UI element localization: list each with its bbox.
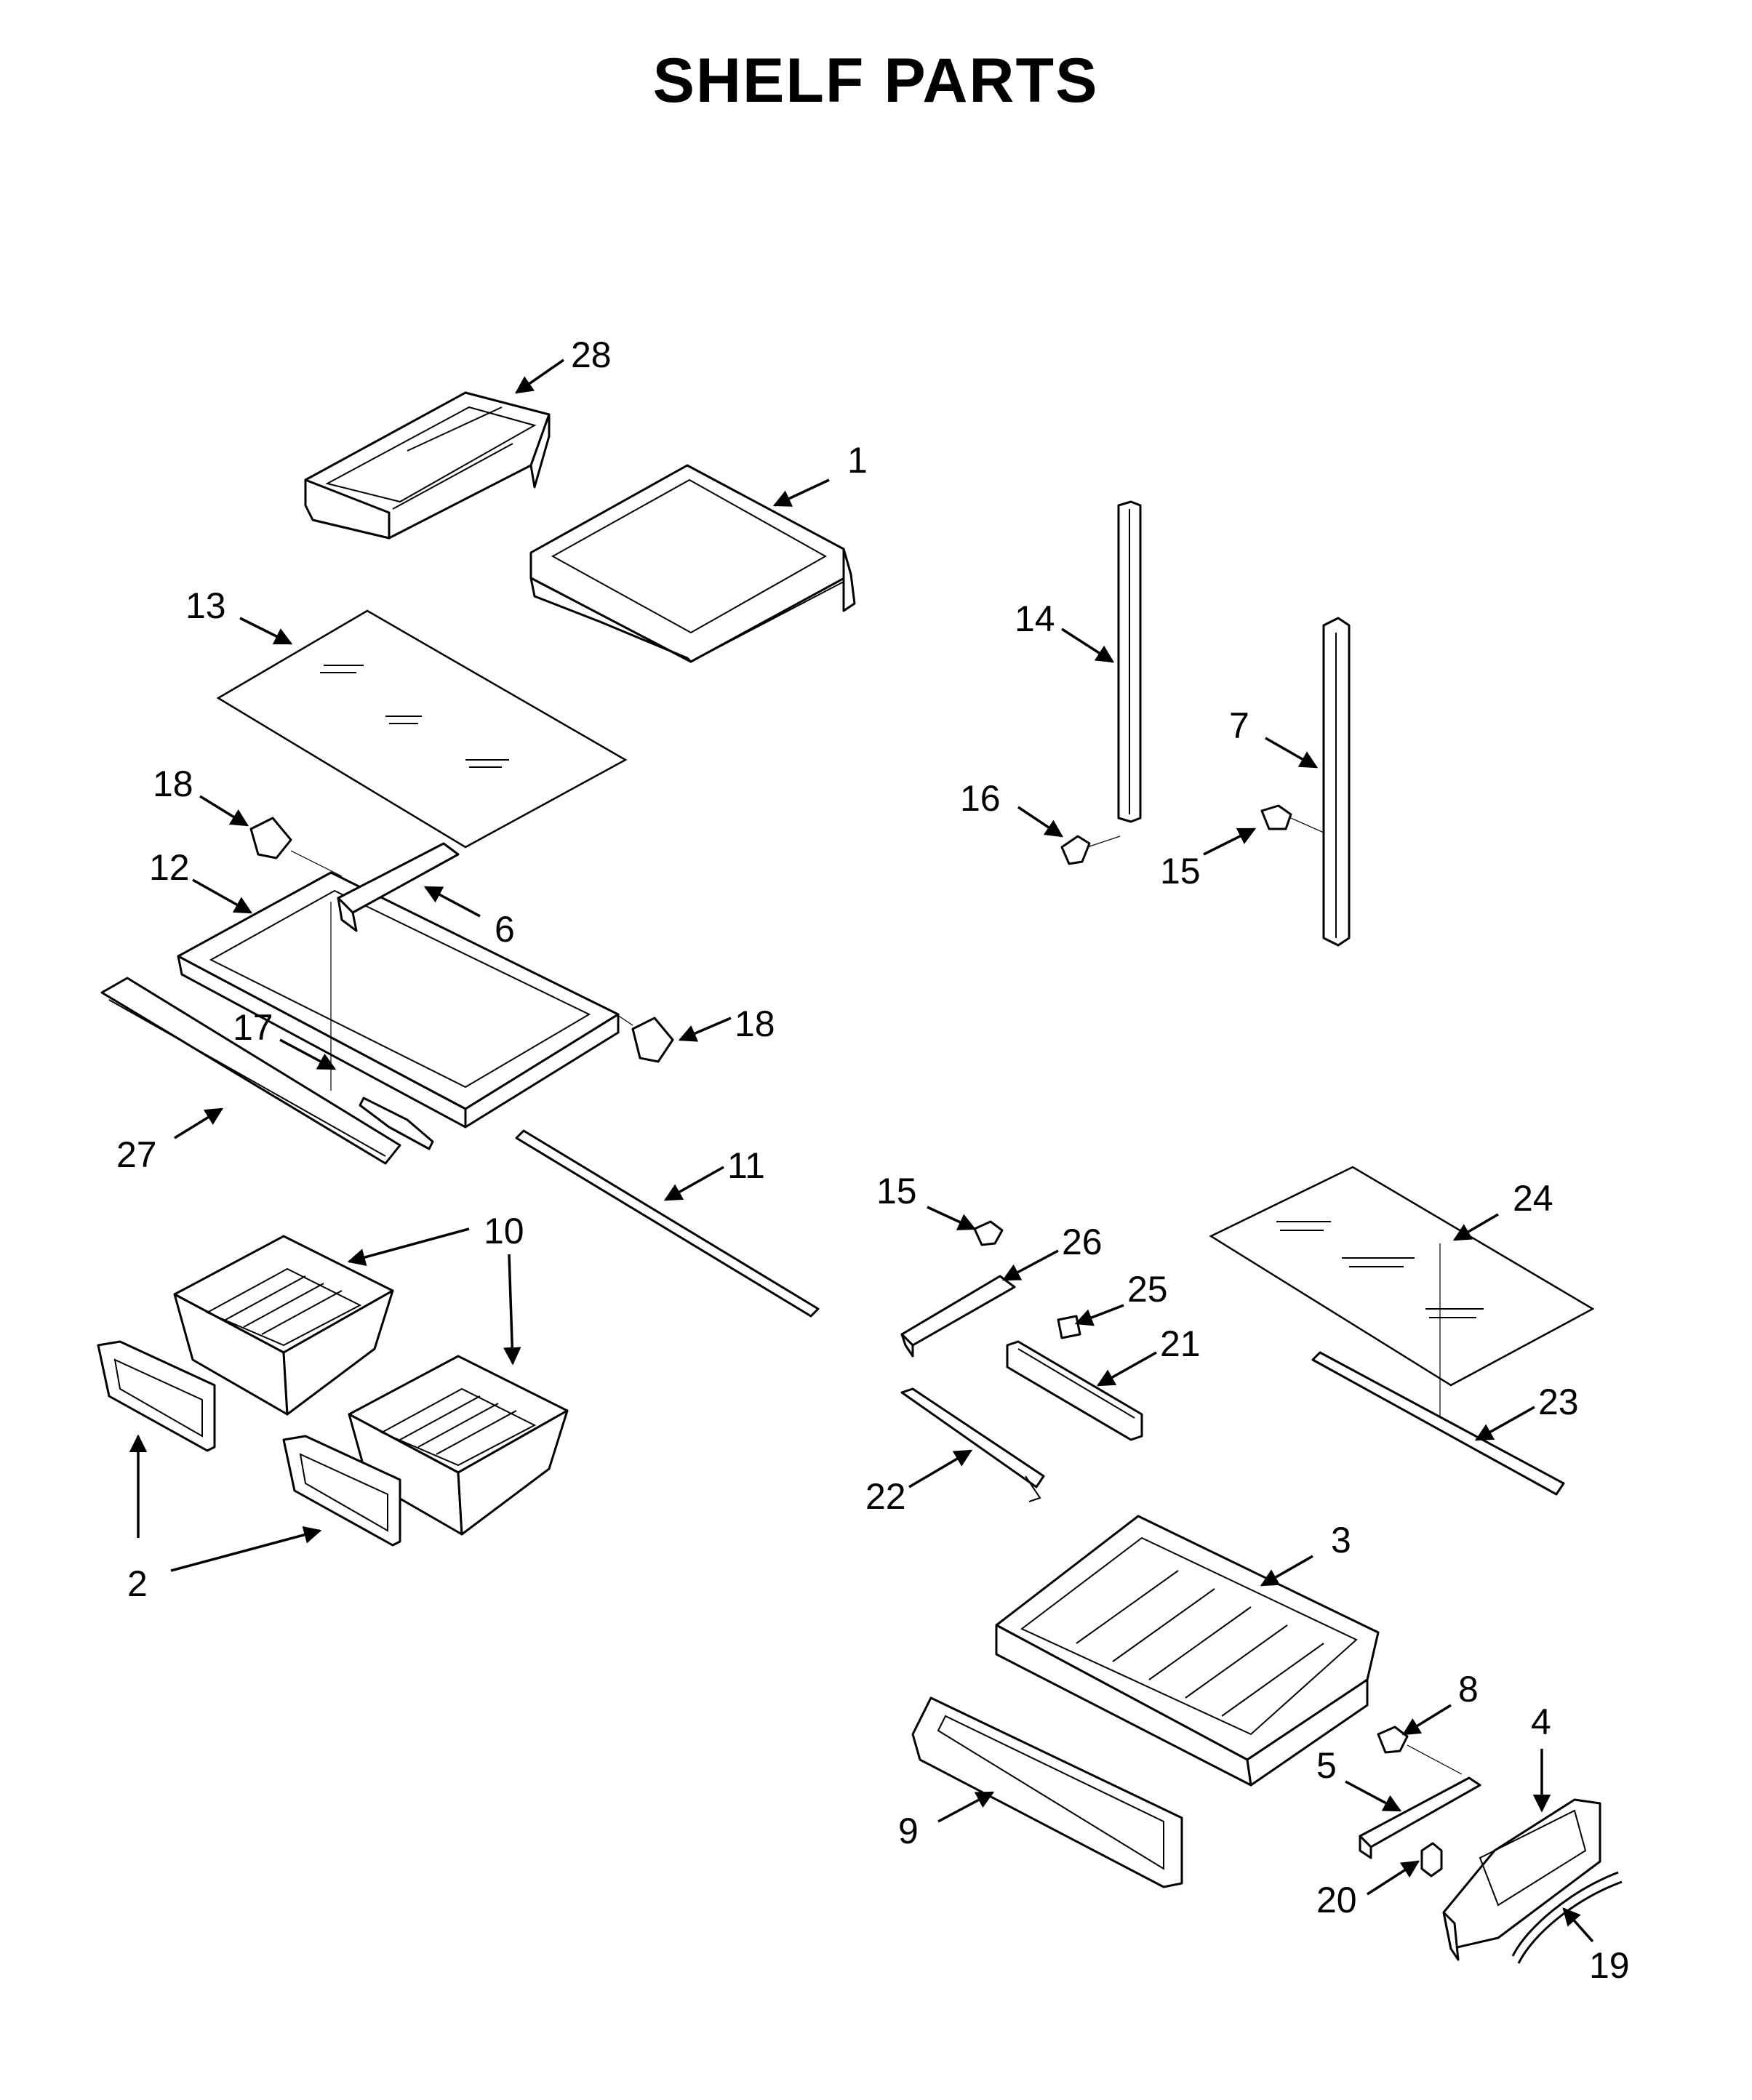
- callout-27: 27: [116, 1134, 157, 1175]
- callout-18-right: 18: [735, 1003, 775, 1044]
- callout-19: 19: [1589, 1945, 1630, 1986]
- callout-24: 24: [1513, 1178, 1553, 1219]
- part-26-bracket: [900, 1275, 1016, 1358]
- part-12-crisper-cover-frame: [177, 871, 620, 1129]
- part-6-slide: [337, 842, 460, 932]
- callout-9: 9: [898, 1811, 919, 1851]
- part-24-glass-shelf: [1209, 1166, 1595, 1422]
- callout-16: 16: [960, 778, 1001, 819]
- callout-12: 12: [149, 847, 190, 888]
- leader-lines: [129, 358, 1594, 1943]
- part-19-wire: [1511, 1871, 1623, 1964]
- callout-14: 14: [1015, 598, 1055, 639]
- part-3-basket: [995, 1515, 1380, 1787]
- part-14-shelf-ladder: [1117, 500, 1142, 823]
- part-2-drawer-front-left: [97, 1340, 216, 1452]
- callout-6: 6: [495, 909, 515, 950]
- part-21-slide-rail: [1006, 1340, 1143, 1441]
- callout-15-upper: 15: [1160, 851, 1201, 891]
- callout-22: 22: [865, 1476, 906, 1517]
- callout-26: 26: [1062, 1222, 1103, 1262]
- callout-25: 25: [1127, 1269, 1168, 1310]
- part-2-drawer-front-right: [282, 1435, 401, 1547]
- part-16-screw: [1060, 835, 1121, 865]
- callout-2: 2: [127, 1563, 148, 1604]
- callout-3: 3: [1331, 1520, 1351, 1560]
- part-10-crisper-drawer-right: [348, 1355, 569, 1536]
- callout-17: 17: [233, 1007, 273, 1048]
- part-10-crisper-drawer-left: [173, 1235, 394, 1416]
- part-17-clip: [359, 1097, 434, 1150]
- part-18-end-cap-left: [249, 817, 343, 877]
- part-1-shelf-frame: [529, 464, 856, 663]
- callout-23: 23: [1538, 1382, 1579, 1422]
- part-27-trim: [100, 977, 401, 1165]
- part-28-deli-shelf: [304, 391, 551, 540]
- part-4-bracket-assembly: [1442, 1798, 1601, 1961]
- part-22-slide-rail: [900, 1387, 1045, 1502]
- part-18-end-cap-right: [610, 1010, 674, 1063]
- callout-18-left: 18: [153, 764, 193, 804]
- part-13-glass-shelf: [216, 609, 628, 849]
- part-5-slide: [1359, 1776, 1481, 1859]
- callout-4: 4: [1531, 1702, 1551, 1742]
- callout-28: 28: [571, 334, 612, 375]
- part-23-rail: [1311, 1351, 1565, 1496]
- callout-21: 21: [1160, 1323, 1201, 1364]
- part-25-clip: [1057, 1315, 1081, 1339]
- callout-1: 1: [847, 440, 868, 481]
- callout-11: 11: [727, 1145, 765, 1186]
- callout-20: 20: [1316, 1880, 1357, 1920]
- callout-8: 8: [1458, 1669, 1479, 1710]
- callout-5: 5: [1316, 1745, 1337, 1786]
- part-15-screw-lower: [973, 1220, 1004, 1246]
- part-8-screw: [1377, 1726, 1463, 1775]
- part-7-shelf-rail: [1322, 617, 1351, 947]
- page-title: SHELF PARTS: [653, 46, 1099, 116]
- part-15-screw-upper: [1260, 804, 1324, 833]
- callout-10: 10: [484, 1211, 524, 1251]
- part-20-clip: [1420, 1842, 1443, 1877]
- part-11-rail: [515, 1129, 820, 1318]
- callout-7: 7: [1229, 705, 1249, 746]
- part-9-basket-front: [911, 1696, 1183, 1888]
- callout-13: 13: [185, 585, 226, 626]
- callout-labels: 28 1 13 14 7 16 15 18 12 6 18 17 27 11 1…: [116, 334, 1630, 1986]
- callout-15-lower: 15: [876, 1171, 917, 1211]
